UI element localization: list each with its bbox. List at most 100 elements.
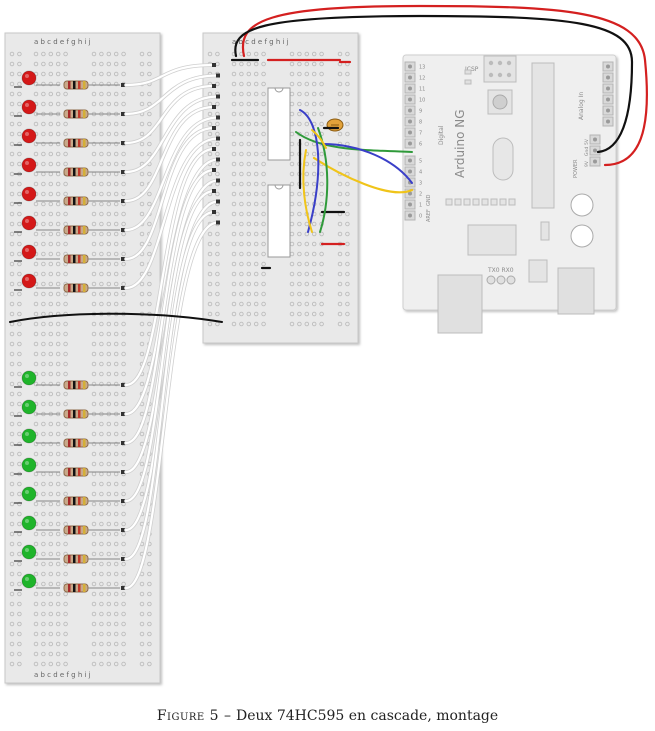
- led-highlight: [25, 403, 29, 407]
- breadboard-hole: [33, 501, 39, 507]
- breadboard-hole: [17, 181, 22, 187]
- breadboard-hole: [106, 231, 112, 237]
- breadboard-hole: [48, 161, 54, 167]
- breadboard-hole: [99, 651, 104, 657]
- breadboard-hole: [9, 251, 15, 257]
- yellow-signal-wire: [312, 156, 414, 194]
- breadboard-hole: [9, 371, 15, 377]
- breadboard-hole: [48, 61, 54, 67]
- breadboard-hole: [304, 231, 310, 237]
- breadboard-hole: [99, 251, 104, 257]
- breadboard-hole: [106, 301, 112, 307]
- breadboard-hole: [246, 291, 252, 297]
- breadboard-hole: [121, 611, 126, 617]
- breadboard-hole: [106, 261, 112, 267]
- breadboard-hole: [63, 621, 68, 627]
- breadboard-hole: [121, 241, 126, 247]
- white-jumper-wire: [124, 168, 216, 445]
- jumper-end: [212, 84, 216, 88]
- breadboard-hole: [253, 311, 259, 317]
- breadboard-hole: [345, 101, 350, 107]
- breadboard-hole: [55, 401, 61, 407]
- resistor-band: [83, 410, 86, 418]
- breadboard-hole: [113, 71, 119, 77]
- breadboard-hole: [319, 171, 324, 177]
- breadboard-hole: [147, 641, 152, 647]
- breadboard-hole: [91, 191, 97, 197]
- breadboard-hole: [139, 151, 145, 157]
- breadboard-hole: [17, 431, 22, 437]
- jumper-end: [216, 115, 220, 120]
- breadboard-hole: [139, 341, 145, 347]
- analog-pin-hole: [606, 108, 610, 113]
- digital-pin-label: 4: [419, 170, 422, 176]
- breadboard-hole: [48, 321, 54, 327]
- breadboard-hole: [239, 151, 244, 157]
- breadboard-hole: [99, 291, 104, 297]
- breadboard-hole: [106, 391, 112, 397]
- breadboard-hole: [9, 541, 15, 547]
- breadboard-hole: [121, 481, 126, 487]
- breadboard-hole: [17, 441, 22, 447]
- breadboard-hole: [41, 131, 46, 137]
- breadboard-hole: [9, 531, 15, 537]
- breadboard-hole: [147, 221, 152, 227]
- breadboard-hole: [99, 481, 104, 487]
- breadboard-hole: [9, 261, 15, 267]
- resistor-band: [83, 284, 86, 292]
- breadboard-hole: [337, 281, 343, 287]
- breadboard-hole: [55, 81, 61, 87]
- breadboard-hole: [121, 421, 126, 427]
- breadboard-hole: [113, 51, 119, 57]
- breadboard-hole: [48, 481, 54, 487]
- breadboard-hole: [17, 501, 22, 507]
- breadboard-hole: [91, 81, 97, 87]
- breadboard-hole: [121, 61, 126, 67]
- breadboard-hole: [17, 421, 22, 427]
- breadboard-hole: [41, 221, 46, 227]
- breadboard-hole: [55, 181, 61, 187]
- breadboard-hole: [121, 221, 126, 227]
- breadboard-hole: [304, 141, 310, 147]
- resistor-band: [68, 197, 71, 205]
- jumper-end: [121, 83, 125, 87]
- breadboard-hole: [304, 81, 310, 87]
- breadboard-hole: [9, 551, 15, 557]
- breadboard-hole: [215, 141, 220, 147]
- breadboard-hole: [261, 151, 266, 157]
- breadboard-hole: [17, 331, 22, 337]
- shift-register-chip-2: [267, 184, 291, 258]
- breadboard-hole: [48, 351, 54, 357]
- breadboard-hole: [99, 541, 104, 547]
- breadboard-hole: [63, 181, 68, 187]
- breadboard-hole: [147, 141, 152, 147]
- breadboard-hole: [311, 111, 317, 117]
- breadboard-hole: [91, 661, 97, 667]
- breadboard-hole: [91, 631, 97, 637]
- breadboard-hole: [99, 381, 104, 387]
- breadboard-hole: [99, 231, 104, 237]
- breadboard-hole: [297, 221, 302, 227]
- breadboard-hole: [319, 71, 324, 77]
- breadboard-hole: [253, 141, 259, 147]
- breadboard-hole: [99, 591, 104, 597]
- breadboard-hole: [63, 341, 68, 347]
- breadboard-hole: [55, 451, 61, 457]
- breadboard-hole: [55, 651, 61, 657]
- breadboard-hole: [99, 511, 104, 517]
- resistor-band: [73, 255, 76, 263]
- jumper-end: [216, 178, 220, 183]
- breadboard-hole: [9, 651, 15, 657]
- breadboard-hole: [246, 161, 252, 167]
- breadboard-hole: [48, 131, 54, 137]
- smd-part: [454, 198, 462, 206]
- breadboard-hole: [311, 81, 317, 87]
- breadboard-hole: [304, 171, 310, 177]
- breadboard-hole: [106, 91, 112, 97]
- breadboard-hole: [345, 211, 350, 217]
- breadboard-hole: [9, 461, 15, 467]
- power-pin-label: Gnd: [584, 147, 590, 156]
- breadboard-hole: [106, 571, 112, 577]
- breadboard-hole: [113, 361, 119, 367]
